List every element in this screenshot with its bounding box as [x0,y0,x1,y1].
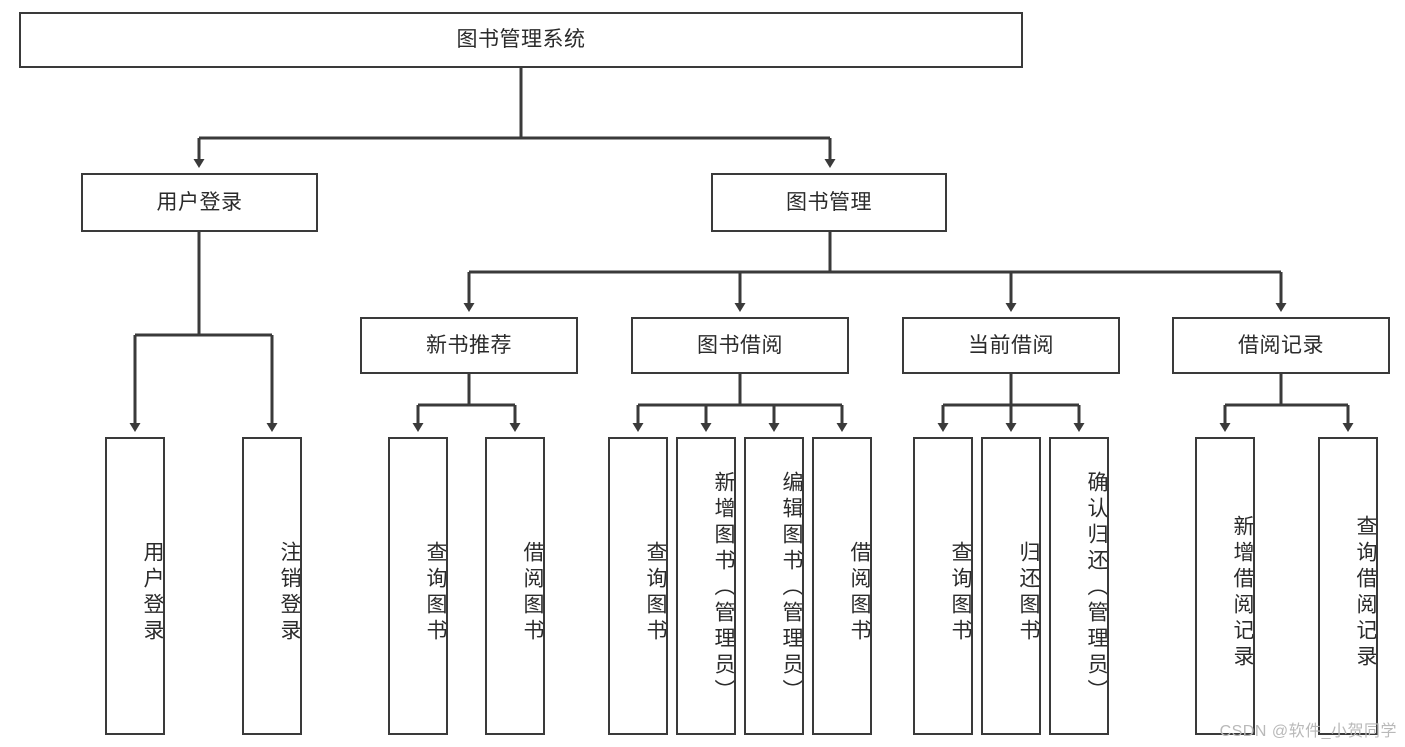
node-leaf-confirm-return-admin[interactable]: 确认归还（管理员） [1049,437,1109,735]
node-current-borrow[interactable]: 当前借阅 [902,317,1120,374]
node-current-borrow-label: 当前借阅 [968,333,1054,357]
node-leaf-query-book-borrow-label: 查询图书 [644,541,667,645]
node-leaf-add-borrow-record[interactable]: 新增借阅记录 [1195,437,1255,735]
node-book-management[interactable]: 图书管理 [711,173,947,232]
node-book-management-label: 图书管理 [786,190,872,214]
watermark-text: CSDN @软件_小贺同学 [1219,723,1397,740]
node-leaf-user-logout[interactable]: 注销登录 [242,437,302,735]
node-leaf-borrow-book-label: 借阅图书 [848,541,871,645]
node-leaf-query-book-rec-label: 查询图书 [424,541,447,645]
node-leaf-query-book-borrow[interactable]: 查询图书 [608,437,668,735]
node-leaf-borrow-book[interactable]: 借阅图书 [812,437,872,735]
node-leaf-add-borrow-record-label: 新增借阅记录 [1231,515,1254,671]
node-borrow-record[interactable]: 借阅记录 [1172,317,1390,374]
node-leaf-add-book-admin[interactable]: 新增图书（管理员） [676,437,736,735]
node-leaf-user-login-label: 用户登录 [141,541,164,645]
node-leaf-query-borrow-record-label: 查询借阅记录 [1354,515,1377,671]
node-leaf-query-book-current[interactable]: 查询图书 [913,437,973,735]
node-user-login-label: 用户登录 [156,190,243,214]
node-new-book-recommend-label: 新书推荐 [426,333,512,357]
node-leaf-query-book-current-label: 查询图书 [949,541,972,645]
node-new-book-recommend[interactable]: 新书推荐 [360,317,578,374]
node-leaf-borrow-book-rec[interactable]: 借阅图书 [485,437,545,735]
node-leaf-edit-book-admin-label: 编辑图书（管理员） [780,471,803,705]
node-leaf-confirm-return-admin-label: 确认归还（管理员） [1085,471,1108,705]
node-leaf-return-book[interactable]: 归还图书 [981,437,1041,735]
node-root[interactable]: 图书管理系统 [19,12,1023,68]
node-leaf-query-borrow-record[interactable]: 查询借阅记录 [1318,437,1378,735]
node-book-borrow[interactable]: 图书借阅 [631,317,849,374]
node-leaf-return-book-label: 归还图书 [1017,541,1040,645]
node-borrow-record-label: 借阅记录 [1238,333,1324,357]
node-root-label: 图书管理系统 [456,28,586,52]
node-book-borrow-label: 图书借阅 [697,333,783,357]
node-leaf-borrow-book-rec-label: 借阅图书 [521,541,544,645]
node-leaf-edit-book-admin[interactable]: 编辑图书（管理员） [744,437,804,735]
node-leaf-user-login[interactable]: 用户登录 [105,437,165,735]
node-leaf-add-book-admin-label: 新增图书（管理员） [712,471,735,705]
node-user-login[interactable]: 用户登录 [81,173,318,232]
node-leaf-query-book-rec[interactable]: 查询图书 [388,437,448,735]
node-leaf-user-logout-label: 注销登录 [278,541,301,645]
